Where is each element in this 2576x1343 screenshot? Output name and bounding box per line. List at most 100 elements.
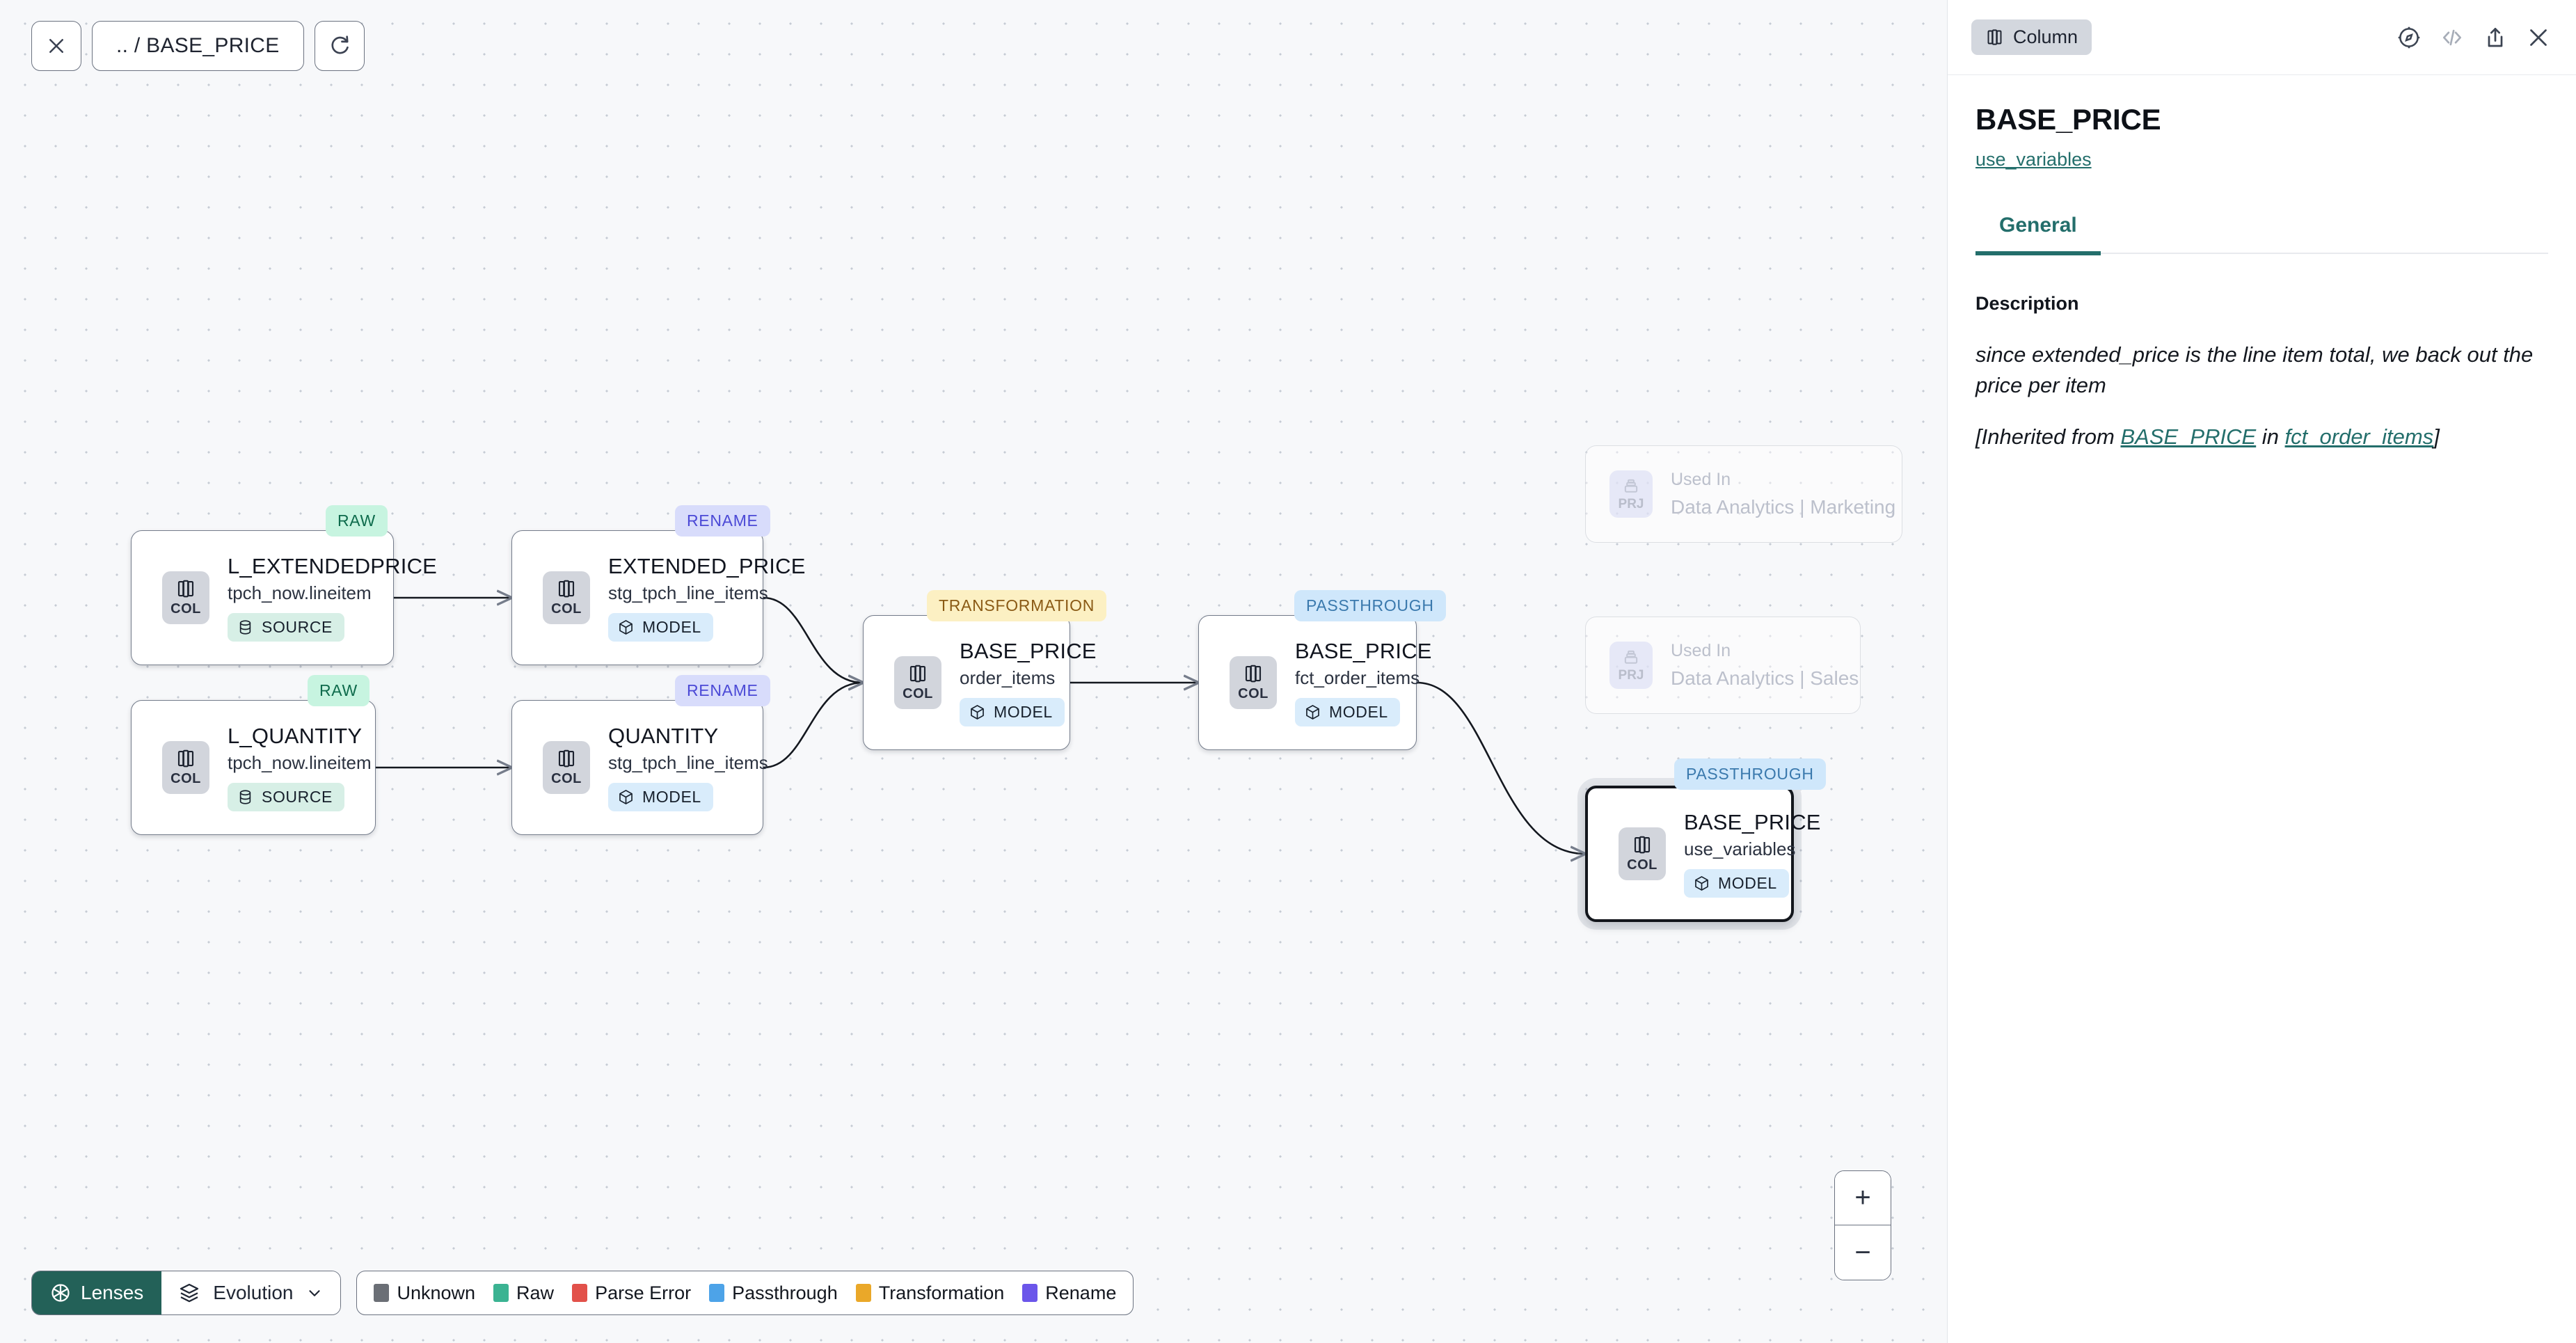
node-subtitle: stg_tpch_line_items — [608, 752, 768, 773]
node-source-pill: MODEL — [608, 783, 713, 811]
node-type-chip: COL — [1619, 827, 1666, 880]
column-icon — [1987, 29, 2002, 45]
project-icon — [1624, 650, 1638, 664]
evolution-dropdown[interactable]: Evolution — [161, 1271, 341, 1314]
node-badge-l_extendedprice: RAW — [326, 505, 388, 537]
breadcrumb[interactable]: .. / BASE_PRICE — [92, 21, 304, 71]
zoom-out-button[interactable]: − — [1835, 1225, 1891, 1280]
share-icon[interactable] — [2483, 25, 2508, 50]
inherited-model-link[interactable]: fct_order_items — [2284, 424, 2434, 450]
node-pill-label: MODEL — [1718, 874, 1777, 892]
code-icon[interactable] — [2440, 25, 2465, 50]
parent-model-link[interactable]: use_variables — [1975, 149, 2092, 170]
node-source-pill: MODEL — [1295, 698, 1400, 726]
node-badge-fct_order_items: PASSTHROUGH — [1294, 590, 1446, 621]
inherited-column-link[interactable]: BASE_PRICE — [2120, 424, 2257, 450]
node-type-chip: COL — [543, 741, 590, 794]
zoom-in-button[interactable]: + — [1835, 1171, 1891, 1225]
node-badge-l_quantity: RAW — [308, 675, 369, 706]
database-icon — [239, 620, 251, 635]
node-type-chip: COL — [894, 656, 941, 709]
inherited-prefix: [Inherited from — [1975, 424, 2121, 450]
close-panel-icon[interactable] — [2526, 25, 2551, 50]
used-in-target: Data Analytics | Marketing — [1671, 496, 1896, 518]
node-type-label: COL — [1627, 857, 1657, 873]
refresh-icon — [331, 35, 349, 54]
node-subtitle: tpch_now.lineitem — [228, 582, 372, 603]
entity-kind-label: Column — [2013, 26, 2078, 47]
description-text: since extended_price is the line item to… — [1975, 342, 2534, 398]
node-title: QUANTITY — [608, 724, 719, 748]
legend-item-parse-error[interactable]: Parse Error — [572, 1282, 691, 1304]
cube-icon — [619, 620, 633, 635]
node-title: EXTENDED_PRICE — [608, 554, 806, 578]
panel-tabs: General — [1975, 214, 2548, 255]
lenses-button[interactable]: Lenses — [32, 1271, 162, 1314]
legend-item-passthrough[interactable]: Passthrough — [709, 1282, 838, 1304]
legend-label: Passthrough — [732, 1282, 838, 1303]
used-in-target: Data Analytics | Sales — [1671, 667, 1859, 689]
used-in-label: Used In — [1671, 470, 1731, 489]
project-chip-label: PRJ — [1618, 497, 1644, 511]
node-badge-use_variables: PASSTHROUGH — [1674, 758, 1826, 790]
column-icon — [177, 580, 194, 598]
node-source-pill: SOURCE — [228, 783, 345, 811]
close-graph-button[interactable] — [31, 21, 81, 71]
page-title: BASE_PRICE — [1975, 103, 2161, 136]
node-title: L_EXTENDEDPRICE — [228, 554, 438, 578]
lineage-canvas[interactable]: .. / BASE_PRICE — [0, 0, 1947, 1343]
legend-item-unknown[interactable]: Unknown — [374, 1282, 475, 1304]
tab-general[interactable]: General — [1975, 214, 2101, 255]
layers-icon — [180, 1283, 199, 1303]
node-subtitle: stg_tpch_line_items — [608, 582, 768, 603]
panel-actions — [2396, 25, 2551, 50]
node-subtitle: use_variables — [1684, 839, 1796, 859]
bottom-toolbar: Lenses Evolution Unknown Raw Parse Error Pa… — [31, 1271, 1134, 1315]
legend-item-transformation[interactable]: Transformation — [855, 1282, 1004, 1304]
node-title: BASE_PRICE — [960, 639, 1097, 663]
panel-header: Column — [1948, 0, 2576, 75]
legend-label: Raw — [516, 1282, 555, 1303]
column-icon — [909, 665, 926, 683]
used-in-card-ghost-sales[interactable]: PRJ Used In Data Analytics | Sales — [1585, 617, 1861, 714]
column-icon — [1634, 836, 1651, 854]
node-badge-extended_price: RENAME — [675, 505, 770, 537]
canvas-toolbar: .. / BASE_PRICE — [31, 21, 365, 71]
refresh-button[interactable] — [314, 21, 365, 71]
column-icon — [177, 749, 194, 768]
project-chip: PRJ — [1609, 642, 1653, 689]
project-chip-label: PRJ — [1618, 668, 1644, 683]
node-pill-label: SOURCE — [262, 618, 333, 636]
legend-item-rename[interactable]: Rename — [1022, 1282, 1116, 1304]
legend-swatch — [374, 1284, 390, 1302]
column-icon — [1245, 665, 1262, 683]
cube-icon — [1306, 705, 1319, 720]
used-in-card-ghost-marketing[interactable]: PRJ Used In Data Analytics | Marketing — [1585, 445, 1902, 543]
panel-body: BASE_PRICE use_variables General Descrip… — [1948, 75, 2576, 452]
node-type-label: COL — [170, 771, 201, 786]
node-subtitle: fct_order_items — [1295, 667, 1420, 688]
used-in-label: Used In — [1671, 641, 1731, 660]
node-type-label: COL — [551, 771, 582, 786]
compass-icon[interactable] — [2396, 25, 2422, 50]
legend-swatch — [1022, 1284, 1038, 1302]
legend-item-raw[interactable]: Raw — [493, 1282, 554, 1304]
node-type-chip: COL — [543, 571, 590, 624]
evolution-label: Evolution — [213, 1282, 294, 1303]
legend-swatch — [709, 1284, 725, 1302]
lenses-label: Lenses — [81, 1282, 144, 1303]
project-icon — [1624, 479, 1638, 493]
details-panel: Column — [1947, 0, 2576, 1343]
node-type-label: COL — [1238, 686, 1269, 701]
column-icon — [558, 580, 575, 598]
